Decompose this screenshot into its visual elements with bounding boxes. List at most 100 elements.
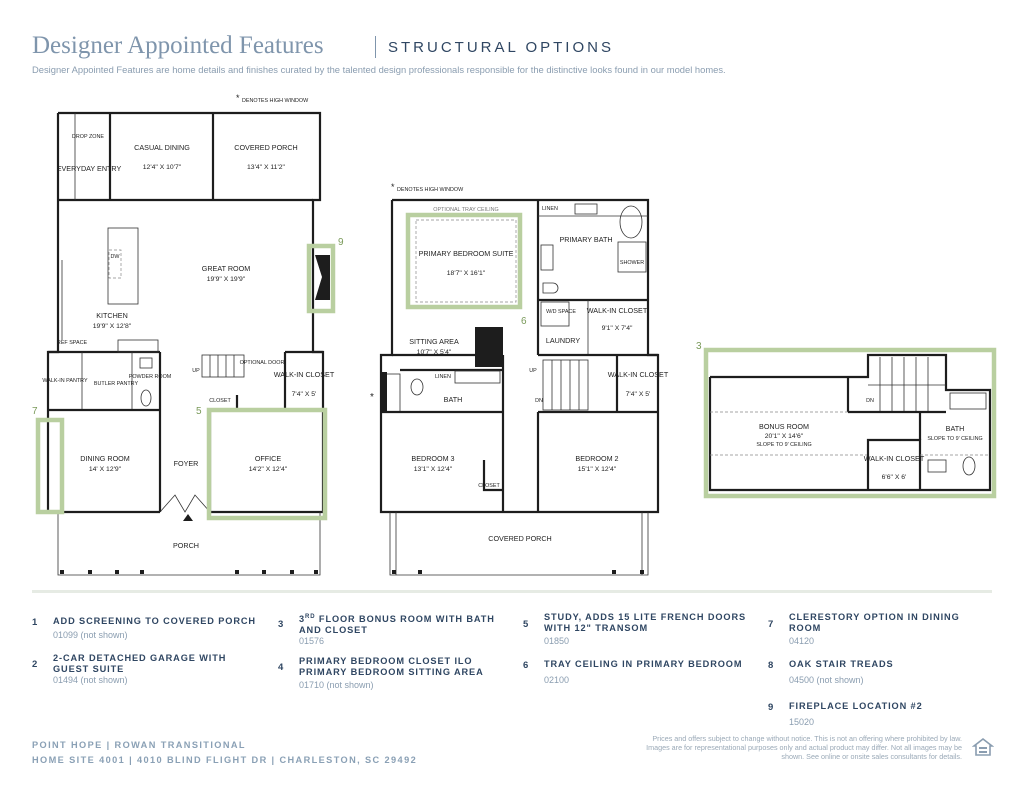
label-dn-second: DN <box>535 398 543 404</box>
label-covered-porch-second: COVERED PORCH <box>488 534 552 543</box>
label-walk-in-closet-first: WALK-IN CLOSET <box>274 370 335 379</box>
dishwasher <box>108 249 122 279</box>
closet-wall <box>482 460 503 492</box>
option-title-prefix: 3 <box>299 614 306 625</box>
dim-bedroom-2: 15'1" X 12'4" <box>578 466 617 473</box>
second-floor-plan: * DENOTES HIGH WINDOW 6 * <box>370 182 669 576</box>
option-code: 15020 <box>789 717 815 727</box>
label-covered-porch-first: COVERED PORCH <box>234 143 298 152</box>
porch-columns <box>60 570 318 574</box>
label-drop-zone: DROP ZONE <box>72 134 104 140</box>
footer-community: POINT HOPE | ROWAN TRANSITIONAL <box>32 740 246 750</box>
vanity <box>540 244 554 271</box>
option-number: 7 <box>768 619 774 630</box>
high-window-note-first: DENOTES HIGH WINDOW <box>242 98 309 104</box>
option-code: 01576 <box>299 636 325 646</box>
dim-walk-in-closet-third: 6'6" X 6' <box>882 474 907 481</box>
label-porch: PORCH <box>173 541 199 550</box>
toilet <box>140 389 152 407</box>
label-casual-dining: CASUAL DINING <box>134 143 190 152</box>
dim-walk-in-closet-first: 7'4" X 5' <box>292 391 317 398</box>
tub-third <box>949 392 987 410</box>
option-number: 9 <box>768 702 774 713</box>
label-closet-first: CLOSET <box>209 398 231 404</box>
sink-third <box>927 459 947 473</box>
option-item: 3 3RD FLOOR BONUS ROOM WITH BATH AND CLO… <box>278 612 503 652</box>
asterisk-second: * <box>370 392 374 403</box>
toilet-third <box>962 456 976 476</box>
note-bath-third: SLOPE TO 9' CEILING <box>927 436 982 442</box>
label-bath-third: BATH <box>946 424 965 433</box>
wall-outer-second <box>379 198 660 514</box>
tub <box>384 373 401 413</box>
dim-walk-in-closet-second: 7'4" X 5' <box>626 391 651 398</box>
label-shower: SHOWER <box>620 260 644 266</box>
label-wd-space: W/D SPACE <box>546 309 576 315</box>
page-title: Designer Appointed Features <box>32 32 324 59</box>
option-item: 8 OAK STAIR TREADS 04500 (not shown) <box>768 659 993 689</box>
label-ref-space: REF SPACE <box>57 340 88 346</box>
label-bath-second: BATH <box>444 395 463 404</box>
label-great-room: GREAT ROOM <box>202 264 250 273</box>
option-number: 8 <box>768 660 774 671</box>
bathtub <box>619 205 643 239</box>
marker-7: 7 <box>32 406 38 417</box>
floor-plans: * DENOTES HIGH WINDOW <box>32 93 997 576</box>
dim-dining-room: 14' X 12'9" <box>89 466 122 473</box>
option-code: 02100 <box>544 675 570 685</box>
label-primary-bath: PRIMARY BATH <box>559 235 612 244</box>
option-9-highlight <box>306 243 336 314</box>
marker-3: 3 <box>696 341 702 352</box>
dim-casual-dining: 12'4" X 10'7" <box>143 164 182 171</box>
fireplace-icon <box>315 255 330 300</box>
third-floor-plan: 3 DN BONUS ROOM 20'1" X 14'6" SLOPE TO 9… <box>696 341 997 499</box>
option-title: STUDY, ADDS 15 LITE FRENCH DOORS WITH 12… <box>544 612 747 633</box>
option-title: CLERESTORY OPTION IN DINING ROOM <box>789 612 960 633</box>
label-bedroom-2: BEDROOM 2 <box>575 454 618 463</box>
option-title-text: FLOOR BONUS ROOM WITH BATH AND CLOSET <box>299 614 495 636</box>
dim-kitchen: 19'9" X 12'8" <box>93 323 132 330</box>
title-separator <box>375 36 376 58</box>
option-title: OAK STAIR TREADS <box>789 659 894 669</box>
closet-wall-third <box>866 438 922 490</box>
dim-walk-in-closet-primary: 9'1" X 7'4" <box>602 325 633 332</box>
washer-dryer <box>540 301 570 327</box>
marker-5: 5 <box>196 406 202 417</box>
high-window-note-second: DENOTES HIGH WINDOW <box>397 187 464 193</box>
porch-outline <box>57 512 321 576</box>
entry-arrow-icon <box>183 514 193 521</box>
porch-outline-second <box>389 512 649 576</box>
label-kitchen: KITCHEN <box>96 311 128 320</box>
option-title: TRAY CEILING IN PRIMARY BEDROOM <box>544 659 743 669</box>
option-item: 9 FIREPLACE LOCATION #2 15020 <box>768 701 993 731</box>
toilet <box>542 282 559 294</box>
porch-columns-second <box>392 570 644 574</box>
label-foyer: FOYER <box>174 459 199 468</box>
option-code: 04500 (not shown) <box>789 675 864 685</box>
high-window-asterisk-second: * <box>391 182 395 192</box>
dim-primary-suite: 18'7" X 16'1" <box>447 270 486 277</box>
label-optional-tray-ceiling: OPTIONAL TRAY CEILING <box>433 207 498 213</box>
option-7-highlight <box>35 417 65 515</box>
wall-outer-third <box>708 353 992 492</box>
option-item: 5 STUDY, ADDS 15 LITE FRENCH DOORS WITH … <box>523 612 748 648</box>
dim-office: 14'2" X 12'4" <box>249 466 288 473</box>
label-walk-in-closet-primary: WALK-IN CLOSET <box>587 306 648 315</box>
option-title-superscript: RD <box>305 614 316 620</box>
front-doors <box>159 494 211 513</box>
option-item: 2 2-CAR DETACHED GARAGE WITH GUEST SUITE… <box>32 653 257 689</box>
label-up-second: UP <box>529 368 537 374</box>
option-code: 01494 (not shown) <box>53 675 128 685</box>
first-floor-plan: * DENOTES HIGH WINDOW <box>32 93 344 576</box>
vanity <box>454 370 501 384</box>
label-primary-suite: PRIMARY BEDROOM SUITE <box>419 249 514 258</box>
option-number: 1 <box>32 617 38 628</box>
label-up-first: UP <box>192 368 200 374</box>
option-code: 01710 (not shown) <box>299 680 374 690</box>
option-item: 6 TRAY CEILING IN PRIMARY BEDROOM 02100 <box>523 659 748 689</box>
label-linen-hall: LINEN <box>435 374 451 380</box>
marker-6: 6 <box>521 316 527 327</box>
label-linen-primary: LINEN <box>542 206 558 212</box>
label-bedroom-3: BEDROOM 3 <box>411 454 454 463</box>
option-3-highlight <box>703 347 997 499</box>
